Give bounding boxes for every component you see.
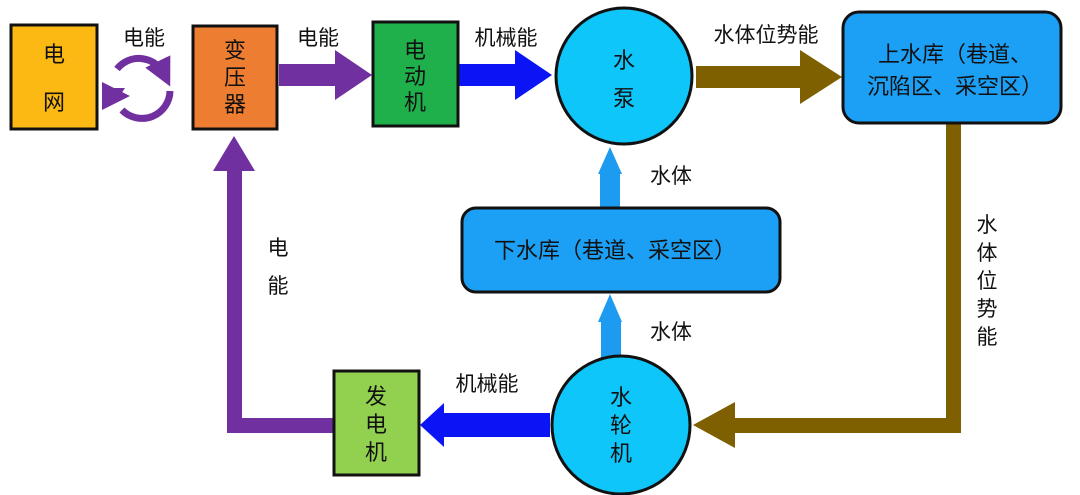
label-gen-trans-char-2: 能: [268, 274, 289, 298]
upper-reservoir-line-2: 沉陷区、采空区）: [867, 75, 1043, 100]
label-up-turb-char-3: 位: [977, 269, 998, 293]
label-lower-pump: 水体: [650, 164, 692, 188]
turbine-char-2: 轮: [610, 414, 632, 439]
pump-char-1: 水: [613, 49, 635, 74]
node-lower-reservoir: 下水库（巷道、采空区）: [460, 206, 782, 294]
label-generator-transformer: 电 能: [268, 236, 289, 298]
label-turbine-lower: 水体: [650, 320, 692, 344]
label-motor-pump: 机械能: [475, 26, 538, 50]
label-gen-trans-char-1: 电: [268, 236, 289, 260]
label-pump-upper: 水体位势能: [714, 23, 819, 47]
upper-reservoir-line-1: 上水库（巷道、: [878, 43, 1032, 68]
transformer-char-3: 器: [224, 93, 246, 118]
transformer-char-2: 压: [224, 66, 246, 91]
node-power-grid: 电 网: [9, 23, 99, 131]
label-upper-turbine: 水 体 位 势 能: [977, 213, 998, 349]
generator-char-3: 机: [365, 441, 387, 466]
arrow-generator-to-transformer: [213, 136, 335, 433]
arrow-transformer-to-motor: [279, 50, 372, 100]
label-up-turb-char-4: 势: [977, 297, 998, 321]
turbine-char-1: 水: [610, 386, 632, 411]
turbine-char-3: 机: [610, 442, 632, 467]
motor-char-3: 机: [404, 91, 426, 116]
node-water-turbine: 水 轮 机: [550, 354, 692, 495]
arrow-turbine-to-generator: [420, 403, 550, 447]
label-transformer-motor: 电能: [297, 26, 339, 50]
bidirectional-cycle-icon: [110, 54, 174, 122]
node-motor: 电 动 机: [371, 20, 460, 128]
node-upper-reservoir: 上水库（巷道、 沉陷区、采空区）: [841, 10, 1063, 125]
transformer-char-1: 变: [224, 39, 246, 64]
node-transformer: 变 压 器: [191, 24, 279, 131]
grid-char-1: 电: [43, 43, 65, 68]
motor-char-1: 电: [404, 39, 426, 64]
node-generator: 发 电 机: [332, 369, 421, 477]
arrow-motor-to-pump: [459, 50, 552, 100]
label-up-turb-char-5: 能: [977, 325, 998, 349]
arrow-lower-reservoir-to-pump: [598, 147, 622, 209]
generator-char-2: 电: [365, 413, 387, 438]
label-up-turb-char-2: 体: [977, 241, 998, 265]
lower-reservoir-label: 下水库（巷道、采空区）: [494, 239, 736, 264]
label-up-turb-char-1: 水: [977, 213, 998, 237]
grid-char-2: 网: [43, 91, 65, 116]
label-grid-transformer: 电能: [123, 26, 165, 50]
arrow-upper-reservoir-to-turbine: [693, 123, 961, 448]
pump-char-2: 泵: [613, 87, 635, 112]
label-turbine-generator: 机械能: [456, 372, 519, 396]
generator-char-1: 发: [365, 385, 387, 410]
motor-char-2: 动: [404, 65, 426, 90]
arrow-turbine-to-lower-reservoir: [598, 294, 622, 365]
node-water-pump: 水 泵: [554, 6, 694, 146]
arrow-pump-to-upper-reservoir: [696, 50, 842, 104]
